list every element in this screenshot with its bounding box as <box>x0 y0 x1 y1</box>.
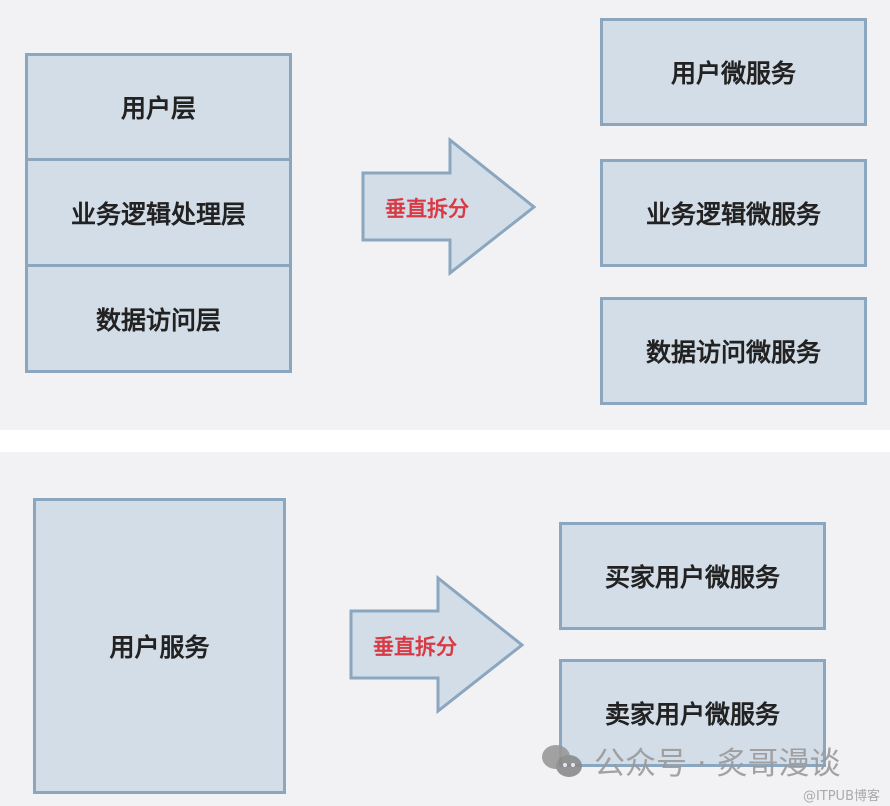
service-seller-user: 卖家用户微服务 <box>559 659 826 767</box>
watermark: 公众号 · 炙哥漫谈 <box>540 738 841 783</box>
arrow-label: 垂直拆分 <box>373 635 457 659</box>
credit-text: @ITPUB博客 <box>802 789 880 804</box>
arrow-label: 垂直拆分 <box>385 197 469 221</box>
layer-business-logic: 业务逻辑处理层 <box>25 158 292 267</box>
layer-data-access: 数据访问层 <box>25 264 292 373</box>
split-arrow-top: 垂直拆分 <box>360 136 540 277</box>
watermark-text: 公众号 · 炙哥漫谈 <box>594 746 841 782</box>
panel-separator <box>0 430 890 452</box>
service-user: 用户微服务 <box>600 18 867 126</box>
service-business-logic: 业务逻辑微服务 <box>600 159 867 267</box>
right-arrow-icon <box>349 574 525 715</box>
service-buyer-user: 买家用户微服务 <box>559 522 826 630</box>
service-data-access: 数据访问微服务 <box>600 297 867 405</box>
right-arrow-icon <box>361 136 537 277</box>
split-arrow-bottom: 垂直拆分 <box>348 574 528 715</box>
wechat-icon <box>542 744 582 777</box>
user-service: 用户服务 <box>33 498 286 794</box>
layer-user: 用户层 <box>25 53 292 161</box>
